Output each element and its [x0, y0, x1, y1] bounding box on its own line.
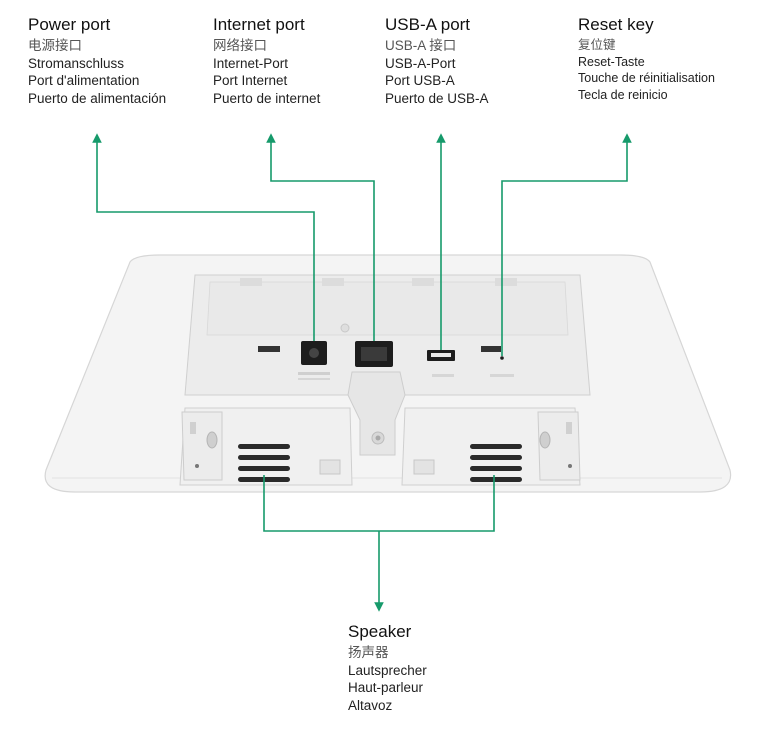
- side-slot: [481, 346, 501, 352]
- label-line: 网络接口: [213, 38, 267, 53]
- speaker-grille-slot: [470, 466, 522, 471]
- usb-a-port-label: USB-A port USB-A 接口 USB-A-Port Port USB-…: [385, 16, 489, 109]
- label-title: USB-A port: [385, 15, 471, 34]
- speaker-grille-slot: [470, 444, 522, 449]
- speaker-grille-slot: [470, 455, 522, 460]
- device-back-wall: [206, 281, 569, 336]
- screw-hole-inner: [375, 435, 381, 441]
- internet-port-leader: [266, 133, 375, 341]
- label-line: Reset-Taste: [578, 54, 645, 69]
- top-tab: [240, 278, 262, 286]
- left-latch: [181, 411, 223, 481]
- reset-key-leader: [501, 133, 632, 356]
- label-title: Internet port: [213, 15, 305, 34]
- label-line: Puerto de internet: [213, 90, 321, 106]
- latch-slot: [190, 422, 196, 434]
- label-line: Stromanschluss: [28, 55, 125, 71]
- latch-hole: [206, 431, 218, 449]
- screw-hole: [340, 323, 350, 333]
- label-line: 电源接口: [28, 38, 82, 53]
- speaker-grille-slot: [238, 455, 290, 460]
- top-tab: [412, 278, 434, 286]
- label-line: Lautsprecher: [348, 662, 427, 678]
- label-line: 扬声器: [348, 645, 389, 660]
- power-port-pin: [309, 348, 319, 358]
- top-tab: [495, 278, 517, 286]
- label-line: Haut-parleur: [348, 680, 424, 695]
- latch-dot: [195, 464, 199, 468]
- port-legend: [432, 374, 454, 377]
- reset-key-label: Reset key 复位键 Reset-Taste Touche de réin…: [578, 16, 715, 105]
- cable-guide: [347, 371, 406, 456]
- latch-dot: [568, 464, 572, 468]
- speaker-label: Speaker 扬声器 Lautsprecher Haut-parleur Al…: [348, 623, 427, 716]
- label-line: Touche de réinitialisation: [578, 71, 715, 85]
- label-line: Port d'alimentation: [28, 73, 140, 88]
- latch-slot: [566, 422, 572, 434]
- port-legend: [490, 374, 514, 377]
- reset-key-icon: [500, 356, 504, 360]
- label-line: USB-A 接口: [385, 38, 457, 53]
- label-line: Port Internet: [213, 73, 288, 88]
- internet-port-label: Internet port 网络接口 Internet-Port Port In…: [213, 16, 320, 109]
- speaker-grille-slot: [470, 477, 522, 482]
- label-line: Tecla de reinicio: [578, 87, 668, 102]
- label-line: Port USB-A: [385, 73, 455, 88]
- port-legend: [298, 372, 330, 375]
- label-line: Altavoz: [348, 697, 393, 713]
- speaker-grille-slot: [238, 466, 290, 471]
- label-line: Internet-Port: [213, 55, 289, 71]
- front-clip: [319, 459, 341, 475]
- label-title: Speaker: [348, 622, 412, 641]
- speaker-grille-slot: [238, 444, 290, 449]
- label-line: Puerto de USB-A: [385, 90, 489, 106]
- usb-a-port-tongue: [431, 353, 451, 357]
- port-legend: [298, 378, 330, 380]
- power-port-label: Power port 电源接口 Stromanschluss Port d'al…: [28, 16, 166, 109]
- label-title: Power port: [28, 15, 111, 34]
- label-line: 复位键: [578, 38, 616, 52]
- label-line: Puerto de alimentación: [28, 90, 167, 106]
- top-tab: [322, 278, 344, 286]
- label-title: Reset key: [578, 15, 654, 34]
- side-slot: [258, 346, 280, 352]
- power-port-leader: [92, 133, 315, 341]
- front-clip: [413, 459, 435, 475]
- latch-hole: [539, 431, 551, 449]
- internet-port-slot: [361, 347, 387, 361]
- label-line: USB-A-Port: [385, 55, 456, 71]
